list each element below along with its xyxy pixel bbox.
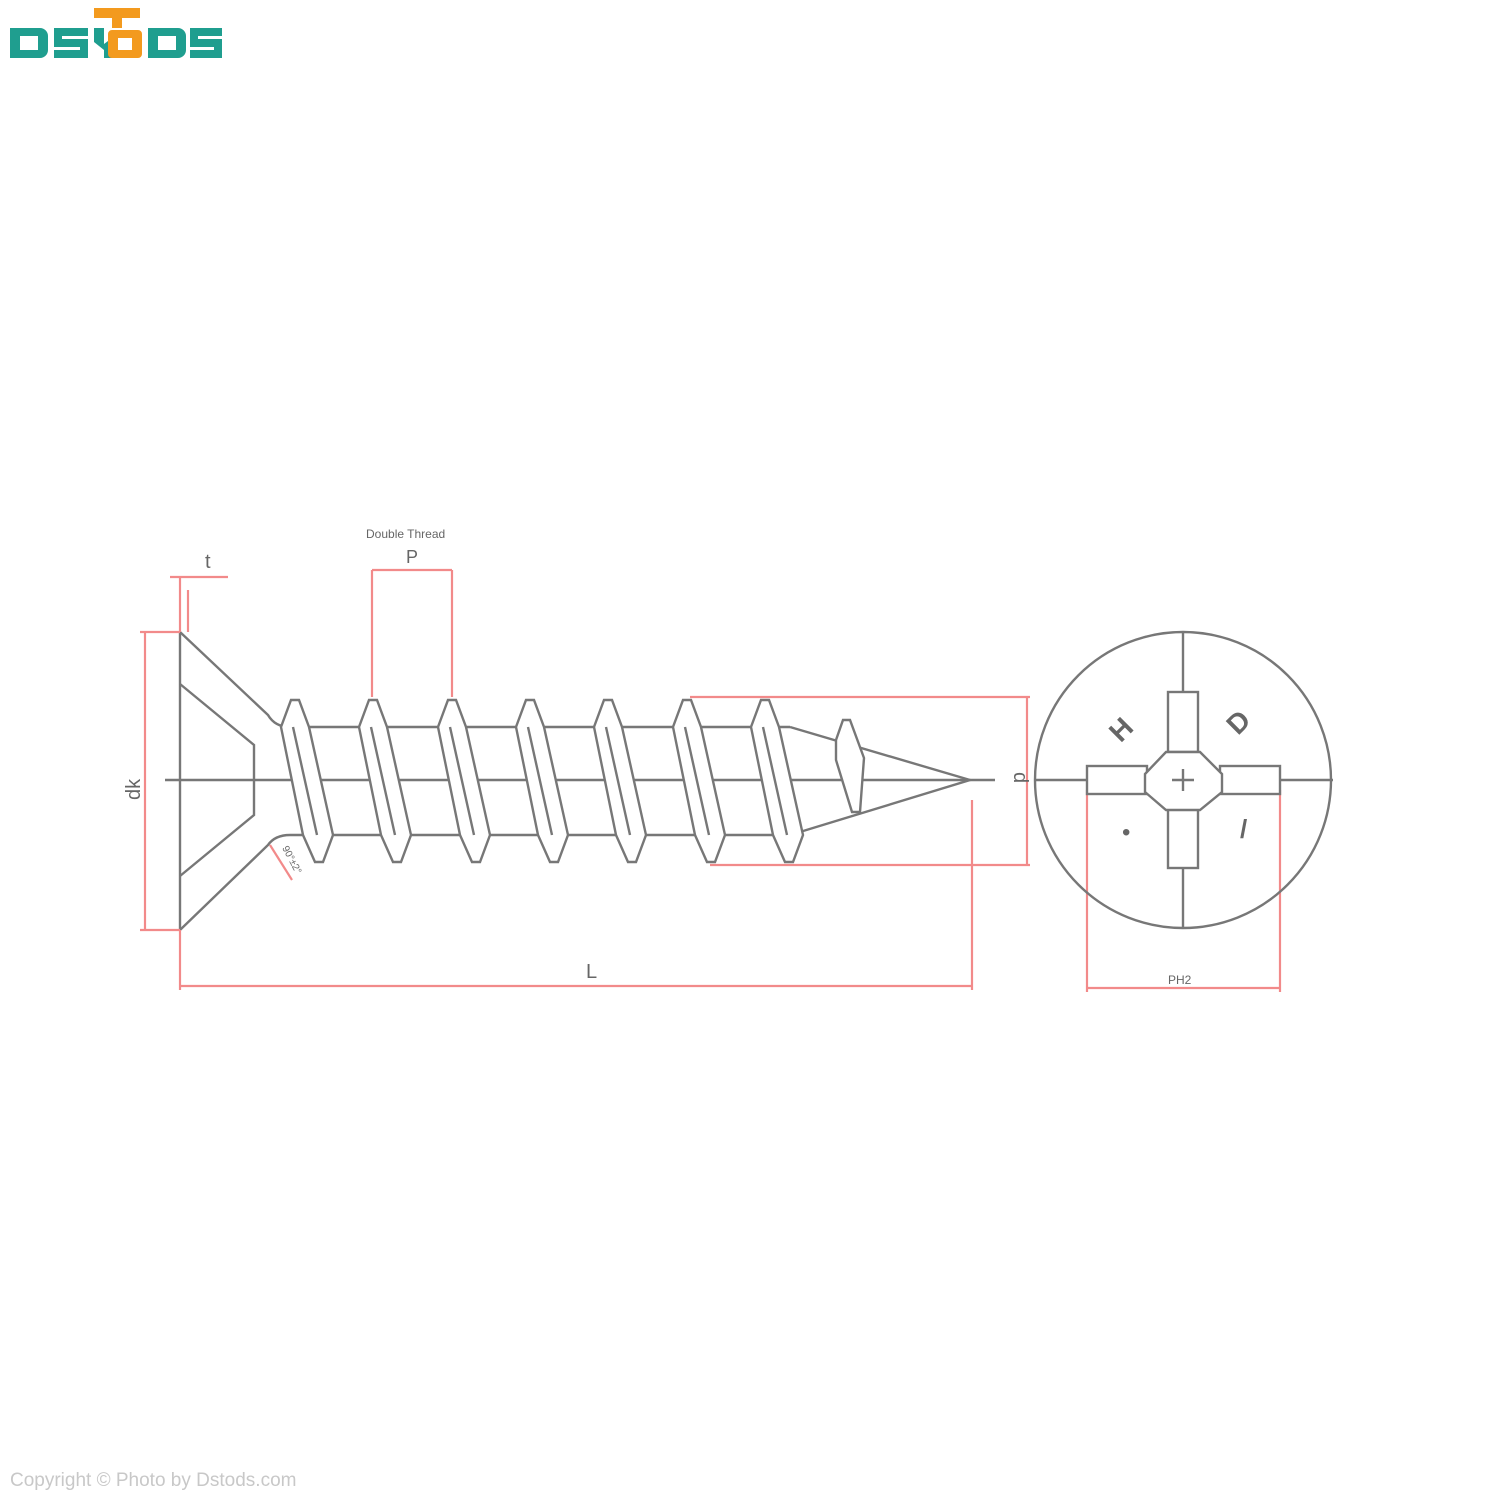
copyright-text: Copyright © Photo by Dstods.com bbox=[10, 1470, 297, 1491]
drive-label: PH2 bbox=[1168, 973, 1192, 987]
thread-crest bbox=[671, 698, 727, 864]
pitch-label: P bbox=[406, 547, 418, 567]
thread-crest bbox=[514, 698, 570, 864]
thread-diameter-label: d bbox=[1009, 772, 1031, 783]
thread-crest bbox=[436, 698, 492, 864]
recess-mark-h: H bbox=[1103, 712, 1139, 748]
thread-crest bbox=[749, 698, 805, 864]
thread-crest bbox=[592, 698, 648, 864]
dstods-logo bbox=[10, 8, 222, 58]
head-top-view bbox=[1033, 630, 1333, 930]
recess-mark-slash: / bbox=[1240, 814, 1247, 844]
head-diameter-label: dk bbox=[123, 778, 145, 800]
thread-crests bbox=[279, 698, 866, 864]
recess-mark-dot: • bbox=[1122, 819, 1130, 846]
thread-crest bbox=[279, 698, 335, 864]
angle-label: 90°±2° bbox=[279, 844, 303, 876]
thread-crest bbox=[834, 718, 866, 814]
length-label: L bbox=[586, 961, 597, 983]
thread-note-label: Double Thread bbox=[366, 527, 445, 541]
head-thickness-label: t bbox=[205, 551, 211, 573]
dimension-lines bbox=[140, 568, 1282, 992]
recess-mark-d: D bbox=[1220, 704, 1256, 740]
thread-crest bbox=[357, 698, 413, 864]
